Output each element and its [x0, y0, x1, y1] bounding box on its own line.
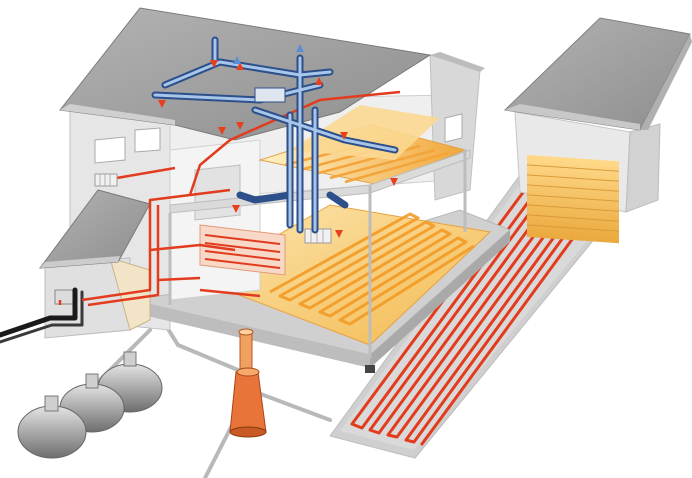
- ventilation-arrows: [158, 44, 398, 238]
- septic-tanks: [17, 351, 163, 459]
- radiator-left: [94, 173, 118, 187]
- ground-floor-heating-loops: [269, 212, 475, 326]
- septic-tank-1: [17, 395, 87, 459]
- garage: [503, 17, 692, 244]
- pump-shaft: [229, 328, 267, 438]
- attic-insulation: [290, 105, 440, 160]
- junction-box: [365, 365, 375, 373]
- driveway-heating-loops: [350, 181, 603, 446]
- heat-recovery-unit: [254, 87, 286, 103]
- supply-pipe: [0, 287, 84, 344]
- main-house: [59, 7, 511, 368]
